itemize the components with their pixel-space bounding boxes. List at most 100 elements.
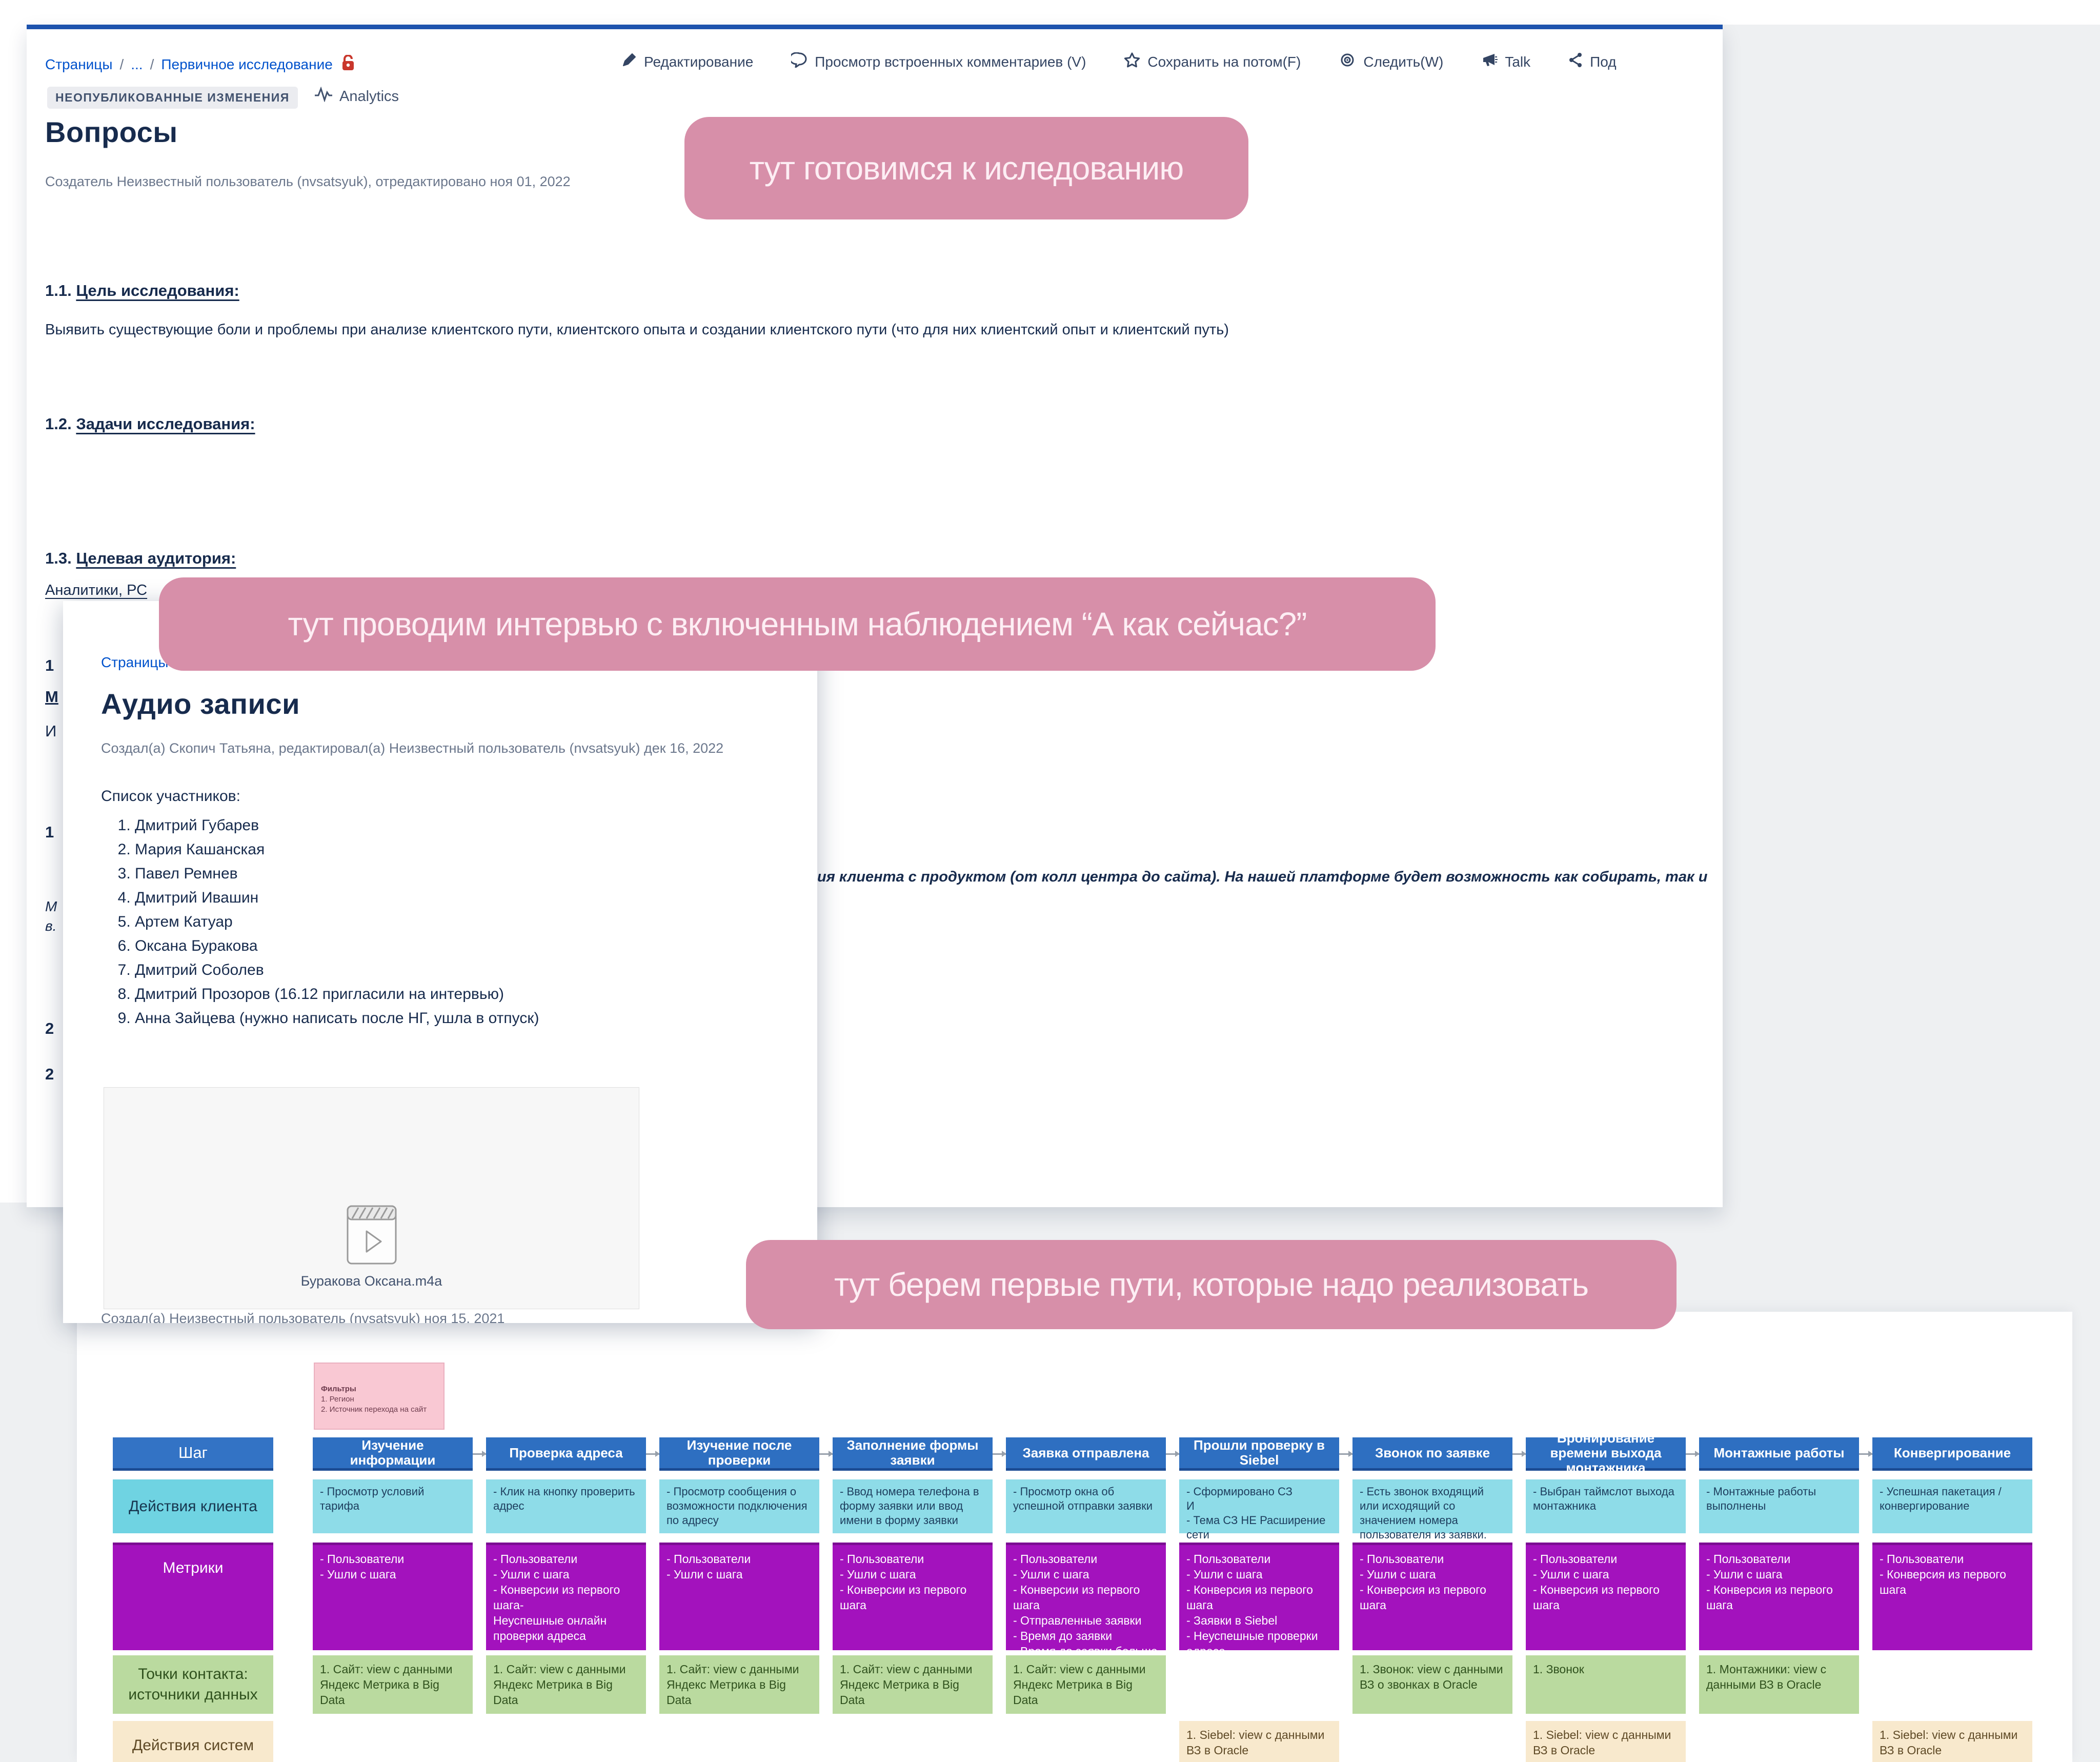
megaphone-icon <box>1481 52 1498 72</box>
journey-client-cell: - Есть звонок входящий или исходящий со … <box>1352 1479 1512 1570</box>
participant-item: Павел Ремнев <box>135 862 539 886</box>
breadcrumb-link-pages[interactable]: Страницы <box>101 654 169 670</box>
annotation-bubble-interviews: тут проводим интервью с включенным наблю… <box>159 577 1436 671</box>
journey-metrics-cell: - Пользователи- Конверсия из первого шаг… <box>1872 1543 2032 1650</box>
journey-step-header-label: Проверка адреса <box>509 1445 623 1460</box>
toolbar-eye-button[interactable]: Следить(W) <box>1339 52 1443 71</box>
audio-attachment-player[interactable]: Буракова Оксана.m4a <box>104 1087 639 1309</box>
journey-touchpoint-cell: 1. Сайт: view с данными Яндекс Метрика в… <box>833 1655 993 1714</box>
journey-client-cell: - Клик на кнопку проверить адрес <box>486 1479 646 1533</box>
client-action-line: - Выбран таймслот выхода монтажника <box>1533 1485 1674 1512</box>
metric-line: - Пользователи <box>1706 1552 1791 1566</box>
toolbar-label: Следить(W) <box>1363 53 1444 70</box>
clipped-line-fragment: М <box>45 688 58 706</box>
client-action-line: - Сформировано СЗ <box>1186 1485 1293 1498</box>
step-connector-arrow <box>1512 1451 1526 1457</box>
step-connector-arrow <box>646 1451 660 1457</box>
page-byline: Создатель Неизвестный пользователь (nvsa… <box>45 174 571 189</box>
journey-client-cell: - Выбран таймслот выхода монтажника <box>1526 1479 1686 1533</box>
toolbar-share-button[interactable]: Под <box>1568 52 1617 71</box>
journey-metrics-cell: - Пользователи- Ушли с шага <box>313 1543 473 1650</box>
breadcrumb-separator: / <box>119 56 124 72</box>
page-title: Вопросы <box>45 116 178 148</box>
metric-line: - Пользователи <box>1013 1552 1098 1566</box>
attachment-filename: Буракова Оксана.m4a <box>300 1273 442 1289</box>
journey-step-header: Заполнение формы заявки <box>833 1437 993 1471</box>
toolbar-megaphone-button[interactable]: Talk <box>1481 52 1530 72</box>
journey-client-cell: - Просмотр окна об успешной отправки зая… <box>1006 1479 1166 1533</box>
toolbar-star-button[interactable]: Сохранить на потом(F) <box>1124 52 1301 71</box>
participant-item: Дмитрий Соболев <box>135 958 539 982</box>
analytics-link[interactable]: Analytics <box>314 86 399 106</box>
analytics-label: Analytics <box>339 88 399 105</box>
annotation-bubble-first-paths: тут берем первые пути, которые надо реал… <box>746 1240 1677 1329</box>
breadcrumb-separator: / <box>150 56 154 72</box>
annotation-bubble-research-prep: тут готовимся к иследованию <box>684 117 1248 219</box>
toolbar-label: Talk <box>1505 53 1531 70</box>
client-action-line: - Успешная пакетация / конвергирование <box>1880 1485 2002 1512</box>
journey-step-header-label: Заявка отправлена <box>1022 1445 1149 1460</box>
client-action-line: - Ввод номера телефона в форму заявки ил… <box>840 1485 979 1527</box>
journey-step-header-label: Изучение информации <box>350 1437 436 1468</box>
journey-client-cell: - Просмотр сообщения о возможности подкл… <box>659 1479 819 1533</box>
background-panel-right <box>1723 25 2100 1204</box>
clipped-line-fragment: 1 <box>45 656 54 674</box>
analytics-waveform-icon <box>314 86 333 106</box>
journey-step-header: Изучение информации <box>313 1437 473 1471</box>
journey-touchpoint-cell: 1. Монтажники: view с данными ВЗ в Oracl… <box>1699 1655 1859 1714</box>
metric-line: - Время до заявки <box>1013 1629 1113 1643</box>
breadcrumb-link[interactable]: ... <box>131 56 143 72</box>
confluence-page-audio: Страницы Аудио записи Создал(а) Скопич Т… <box>63 601 817 1323</box>
star-icon <box>1124 52 1140 71</box>
clipped-line-fragment: 2 <box>45 1019 54 1037</box>
row-label-touchpoints: Точки контакта: источники данных <box>113 1655 273 1714</box>
metric-line: - Заявки в Siebel <box>1186 1614 1278 1627</box>
metric-line: - Ушли с шага <box>840 1568 916 1581</box>
client-action-line: И <box>1186 1499 1195 1512</box>
metric-line: - Конверсия из первого шага <box>1186 1583 1313 1612</box>
journey-touchpoint-cell: 1. Звонок <box>1526 1655 1686 1714</box>
step-connector-arrow <box>819 1451 833 1457</box>
journey-client-cell: - Монтажные работы выполнены <box>1699 1479 1859 1533</box>
clipped-line-fragment: в. <box>45 918 57 934</box>
metric-line: - Ушли с шага <box>1013 1568 1089 1581</box>
sticky-line: 2. Источник перехода на сайт <box>321 1405 427 1414</box>
metric-line: - Конверсия из первого шага <box>1360 1583 1486 1612</box>
journey-step-header-label: Прошли проверку в Siebel <box>1194 1437 1325 1468</box>
metric-line: - Пользователи <box>667 1552 751 1566</box>
share-icon <box>1568 52 1583 71</box>
clipped-line-fragment: И <box>45 722 57 740</box>
step-connector-arrow <box>1166 1451 1180 1457</box>
toolbar-pencil-button[interactable]: Редактирование <box>621 52 753 71</box>
journey-step-header: Звонок по заявке <box>1352 1437 1512 1471</box>
row-label-systems: Действия систем <box>113 1721 273 1762</box>
journey-metrics-cell: - Пользователи- Ушли с шага- Конверсии и… <box>833 1543 993 1650</box>
journey-systems-cell: 1. Siebel: view с данными ВЗ в Oracle <box>1526 1721 1686 1762</box>
journey-step-header-label: Изучение после проверки <box>686 1437 792 1468</box>
breadcrumb-link[interactable]: Страницы <box>45 56 113 72</box>
metric-line: - Пользователи <box>1880 1552 1964 1566</box>
sticky-line: 1. Регион <box>321 1395 354 1404</box>
metric-line: - Конверсии из первого шага- <box>493 1583 620 1612</box>
client-action-line: - Клик на кнопку проверить адрес <box>493 1485 635 1512</box>
section-heading-1-1: 1.1. Цель исследования: <box>45 282 239 299</box>
journey-metrics-cell: - Пользователи- Ушли с шага- Конверсия и… <box>1699 1543 1859 1650</box>
media-clapper-icon <box>346 1205 397 1268</box>
journey-step-header: Прошли проверку в Siebel <box>1179 1437 1339 1471</box>
journey-step-header-label: Звонок по заявке <box>1375 1445 1490 1460</box>
journey-step-header-label: Конвергирование <box>1893 1445 2011 1460</box>
journey-step-header: Изучение после проверки <box>659 1437 819 1471</box>
breadcrumb-link[interactable]: Первичное исследование <box>161 56 333 72</box>
eye-icon <box>1339 52 1356 71</box>
clipped-byline: Создал(а) Неизвестный пользователь (nvsa… <box>101 1311 505 1323</box>
metric-line: Неуспешные онлайн проверки адреса <box>493 1614 607 1643</box>
metric-line: - Конверсии из первого шага <box>1013 1583 1140 1612</box>
clipped-line-fragment: М <box>45 898 57 914</box>
breadcrumb: Страницы <box>101 654 168 671</box>
metric-line: - Пользователи <box>840 1552 924 1566</box>
client-action-line: - Просмотр условий тарифа <box>320 1485 425 1512</box>
toolbar-comment-button[interactable]: Просмотр встроенных комментариев (V) <box>789 52 1086 71</box>
page-toolbar: Редактирование Просмотр встроенных коммен… <box>621 52 1617 72</box>
page-title: Аудио записи <box>101 688 300 720</box>
